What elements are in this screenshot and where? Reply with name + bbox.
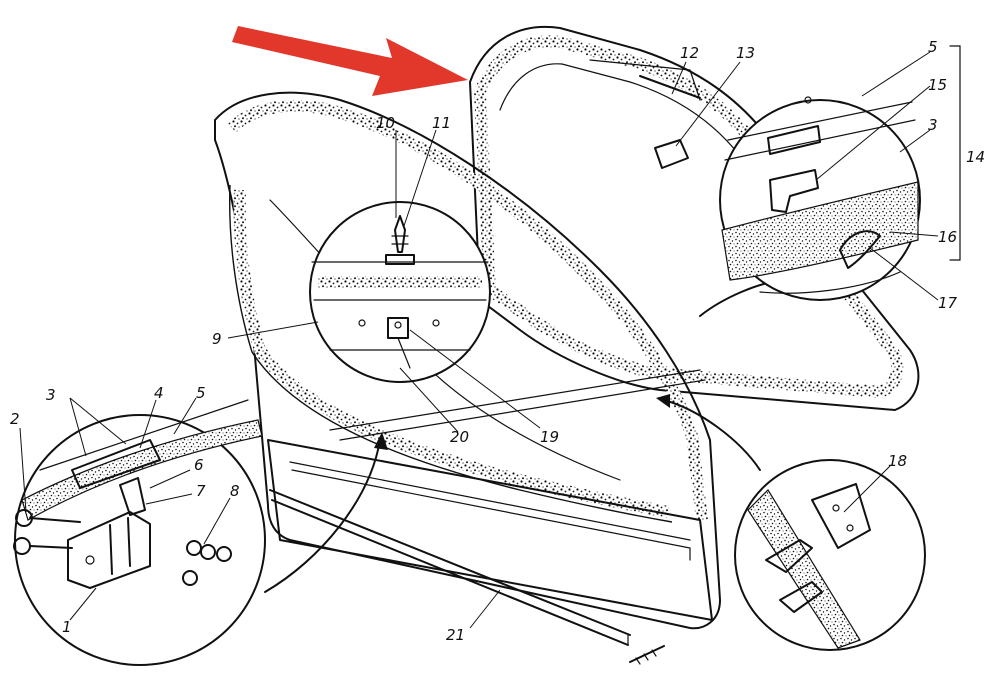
callout-3b: 3: [928, 116, 938, 134]
callout-15: 15: [928, 76, 947, 94]
frame-clip-13: [654, 139, 689, 169]
callout-2: 2: [10, 410, 20, 428]
callout-4: 4: [154, 384, 164, 402]
callout-5a: 5: [196, 384, 206, 402]
callout-18: 18: [888, 452, 907, 470]
callout-5b: 5: [928, 38, 938, 56]
callout-16: 16: [938, 228, 957, 246]
callout-17: 17: [938, 294, 958, 312]
door-panel: [214, 91, 721, 630]
callout-7: 7: [196, 482, 206, 500]
callout-labels: 1 2 3 4 5 6 7 8 9 10 11 12 13 14 5 15 3 …: [10, 38, 985, 644]
callout-3a: 3: [46, 386, 56, 404]
callout-14: 14: [966, 148, 985, 166]
magnifier-upper-right: [719, 96, 921, 301]
callout-19: 19: [540, 428, 559, 446]
callout-12: 12: [680, 44, 699, 62]
frame-strip-12: [639, 75, 701, 99]
magnifier-lower-left: [13, 399, 266, 666]
callout-8: 8: [230, 482, 240, 500]
callout-1: 1: [62, 618, 72, 636]
bracket-14: [949, 45, 961, 261]
callout-11: 11: [432, 114, 451, 132]
bottom-strip-21: [269, 489, 631, 646]
callout-6: 6: [194, 456, 204, 474]
magnifier-center: [309, 201, 491, 383]
callout-20: 20: [450, 428, 469, 446]
screw-icon: [629, 645, 665, 665]
leader-lines: [19, 51, 939, 629]
callout-9: 9: [212, 330, 222, 348]
callout-21: 21: [446, 626, 465, 644]
pointer-arrow: [232, 26, 468, 96]
magnifier-lower-right: [734, 459, 926, 651]
callout-10: 10: [376, 114, 395, 132]
callout-13: 13: [736, 44, 755, 62]
